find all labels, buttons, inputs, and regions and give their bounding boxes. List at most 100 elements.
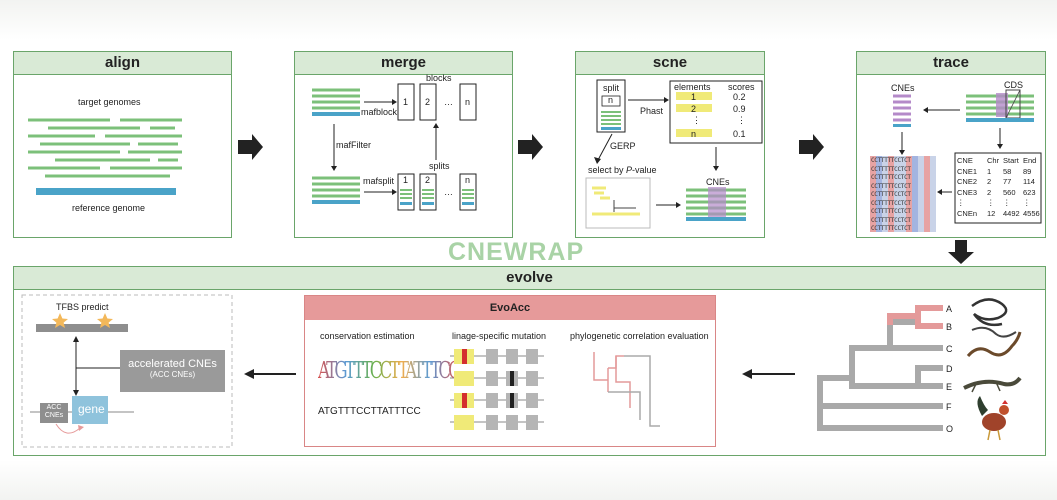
align-title: align bbox=[14, 52, 231, 75]
taxon-a: A bbox=[946, 304, 953, 314]
target-genomes-label: target genomes bbox=[78, 97, 141, 107]
scne-row-3-element: ⋮ bbox=[692, 115, 701, 125]
scne-row-1-score: 0.2 bbox=[733, 92, 746, 102]
phylo-label: phylogenetic correlation evaluation bbox=[570, 331, 709, 341]
mafFilter-label: mafFilter bbox=[336, 140, 372, 150]
select-prefix: select by bbox=[588, 165, 627, 175]
split-id-1: 1 bbox=[403, 175, 409, 185]
trace-td: ⋮ bbox=[957, 198, 965, 207]
reference-genome-label: reference genome bbox=[72, 203, 146, 213]
split-id-ellipsis: … bbox=[444, 187, 453, 197]
scne-row-2-score: 0.9 bbox=[733, 104, 746, 114]
trace-seq-block: CCTTTTTCCTCT CCTTTTTCCTCT CCTTTTTCCTCT C… bbox=[871, 157, 937, 234]
scne-row-2-element: 2 bbox=[691, 104, 697, 114]
trace-seq-row: CCTTTTTCCTCT bbox=[871, 182, 911, 190]
trace-seq-row: CCTTTTTCCTCT bbox=[871, 216, 911, 224]
select-p: P bbox=[626, 165, 633, 175]
trace-td: 560 bbox=[1003, 187, 1016, 197]
trace-td: ⋮ bbox=[1023, 198, 1031, 207]
evolve-title: evolve bbox=[14, 267, 1045, 290]
trace-title: trace bbox=[857, 52, 1045, 75]
block-id-ellipsis: … bbox=[444, 97, 453, 107]
trace-td: CNEn bbox=[957, 208, 978, 218]
trace-td: 77 bbox=[1003, 177, 1012, 186]
acc-label: accelerated CNEs bbox=[128, 358, 217, 370]
taxon-b: B bbox=[946, 322, 953, 332]
taxon-f: F bbox=[946, 402, 952, 412]
trace-td: CNE3 bbox=[957, 187, 978, 197]
taxon-e: E bbox=[946, 382, 953, 392]
gerp-label: GERP bbox=[610, 141, 636, 151]
block-id-1: 1 bbox=[403, 97, 409, 107]
trace-th: End bbox=[1023, 156, 1037, 165]
trace-td: 1 bbox=[987, 166, 992, 176]
merge-title: merge bbox=[295, 52, 512, 75]
scne-row-1-element: 1 bbox=[691, 92, 697, 102]
sequence-logo: ATGTTTCCTTATTTCC bbox=[318, 358, 461, 384]
trace-td: 58 bbox=[1003, 166, 1012, 176]
gene-label: gene bbox=[78, 402, 105, 416]
mafblock-label: mafblock bbox=[361, 107, 398, 117]
trace-td: ⋮ bbox=[987, 198, 995, 207]
scne-row-4-element: n bbox=[691, 129, 697, 139]
scne-row-3-score: ⋮ bbox=[737, 115, 746, 125]
trace-seq-row: CCTTTTTCCTCT bbox=[871, 165, 911, 173]
trace-td: 114 bbox=[1023, 177, 1035, 186]
taxon-c: C bbox=[946, 344, 953, 354]
trace-td: 89 bbox=[1023, 166, 1032, 176]
phast-label: Phast bbox=[640, 106, 664, 116]
conservation-label: conservation estimation bbox=[320, 331, 415, 341]
trace-td: ⋮ bbox=[1003, 198, 1011, 207]
scne-header-elements: elements bbox=[674, 82, 711, 92]
trace-td: CNE1 bbox=[957, 166, 978, 176]
block-id-n: n bbox=[465, 97, 471, 107]
trace-td: 4556 bbox=[1023, 208, 1040, 218]
trace-seq-row: CCTTTTTCCTCT bbox=[871, 191, 911, 198]
split-id-2: 2 bbox=[425, 175, 431, 185]
trace-td: 623 bbox=[1023, 187, 1036, 197]
split-id-n: n bbox=[465, 175, 471, 185]
lineage-label: linage-specific mutation bbox=[452, 331, 547, 341]
trace-td: CNE2 bbox=[957, 177, 978, 186]
trace-seq-row: CCTTTTTCCTCT bbox=[871, 174, 911, 181]
trace-seq-row: CCTTTTTCCTCT bbox=[871, 208, 911, 215]
acc-sub: (ACC CNEs) bbox=[149, 370, 196, 379]
mafsplit-label: mafsplit bbox=[363, 176, 395, 186]
trace-th: Chr bbox=[987, 156, 1000, 165]
conservation-seq: ATGTTTCCTTATTTCC bbox=[318, 406, 421, 417]
scne-header-scores: scores bbox=[728, 82, 755, 92]
trace-seq-row: CCTTTTTCCTCT bbox=[871, 199, 911, 207]
splits-label: splits bbox=[429, 161, 450, 171]
accelerated-cnes-box: accelerated CNEs (ACC CNEs) bbox=[120, 350, 225, 392]
trace-cnes-label: CNEs bbox=[891, 83, 915, 93]
scne-split-label: split bbox=[603, 83, 620, 93]
trace-th: Start bbox=[1003, 156, 1019, 165]
scne-split-n: n bbox=[608, 95, 614, 105]
taxon-d: D bbox=[946, 364, 953, 374]
block-id-2: 2 bbox=[425, 97, 431, 107]
trace-seq-row: CCTTTTTCCTCT bbox=[871, 157, 911, 164]
taxon-o: O bbox=[946, 424, 954, 434]
evoacc-title: EvoAcc bbox=[305, 296, 715, 320]
trace-th: CNE bbox=[957, 156, 973, 165]
tfbs-label: TFBS predict bbox=[56, 302, 109, 312]
acc-small-label: ACC CNEs bbox=[44, 404, 64, 419]
trace-td: 4492 bbox=[1003, 208, 1020, 218]
scne-row-4-score: 0.1 bbox=[733, 129, 746, 139]
scne-title: scne bbox=[576, 52, 764, 75]
trace-cds-label: CDS bbox=[1004, 80, 1024, 90]
cnewrap-watermark: CNEWRAP bbox=[448, 238, 585, 266]
select-suffix: -value bbox=[632, 165, 657, 175]
trace-td: 12 bbox=[987, 208, 996, 218]
trace-td: 2 bbox=[987, 187, 992, 197]
blocks-label: blocks bbox=[426, 73, 452, 83]
select-by-pvalue-label: select by P-value bbox=[588, 165, 657, 175]
